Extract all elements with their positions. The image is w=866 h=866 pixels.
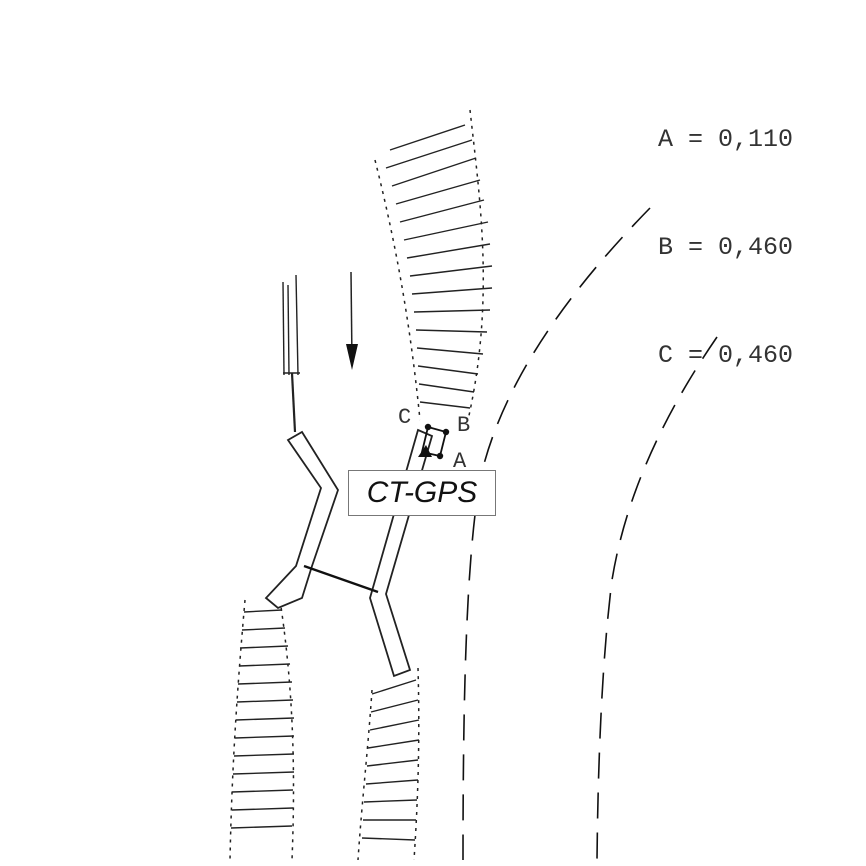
point-label-a: A	[453, 449, 467, 474]
down-arrow-icon	[346, 271, 358, 370]
connector-line	[303, 564, 379, 594]
point-label-b: B	[457, 413, 470, 438]
hatched-band-lower-middle	[357, 667, 420, 861]
vertical-rail	[282, 274, 300, 433]
legend-c: C = 0,460	[658, 341, 794, 370]
dashed-arc-outer	[596, 336, 718, 861]
hatched-band-lower-left	[229, 599, 295, 861]
hatched-band-upper	[374, 109, 493, 421]
legend-b: B = 0,460	[658, 233, 794, 262]
point-marker	[418, 423, 450, 460]
triangle-marker-icon	[418, 445, 432, 457]
ct-gps-label: CT-GPS	[348, 470, 496, 516]
left-arm-bar	[264, 430, 339, 610]
point-label-c: C	[398, 405, 411, 430]
legend-values: A = 0,110 B = 0,460 C = 0,460	[658, 50, 793, 410]
right-arm-bar	[369, 428, 434, 678]
legend-a: A = 0,110	[658, 125, 794, 154]
